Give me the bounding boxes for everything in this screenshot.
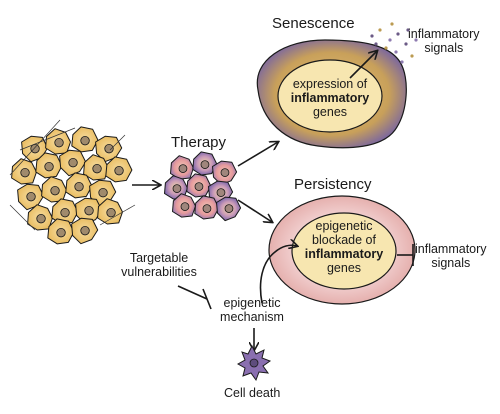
therapy-label: Therapy: [171, 134, 227, 151]
treated-cell: [164, 175, 188, 200]
senescence-text-line3: genes: [312, 105, 348, 119]
tumor-cell: [95, 135, 123, 163]
signal-dot: [374, 42, 378, 46]
blocked-signals-line2: signals: [431, 256, 471, 270]
senescent-nucleus: [277, 59, 383, 133]
tumor-cell: [65, 172, 93, 199]
tumor-cell: [27, 204, 53, 231]
epigenetic-mechanism-text: epigenetic mechanism: [212, 296, 292, 324]
signal-dot: [378, 28, 382, 32]
tumor-cell: [51, 198, 79, 225]
mechanism-line2: mechanism: [220, 310, 284, 324]
tumor-cell: [11, 158, 37, 185]
tumor-cell: [45, 128, 71, 155]
signal-dot: [384, 46, 388, 50]
arrow-to-persistency: [237, 199, 272, 222]
arrow-secreted-signals: [349, 51, 377, 79]
tumor-cell: [71, 126, 99, 153]
treated-cell: [194, 195, 220, 220]
targetable-line2: vulnerabilities: [121, 265, 197, 279]
tumor-cell: [59, 149, 87, 177]
treated-cell: [212, 160, 238, 186]
tumor-cell: [71, 217, 99, 245]
tumor-cell: [35, 152, 63, 179]
blocked-signals-line1: inflammatory: [415, 242, 487, 256]
persistency-text-line2: blockade of: [312, 233, 376, 247]
persister-cell: [268, 195, 416, 305]
mechanism-to-nucleus-arrow: [259, 245, 297, 304]
tumor-cell: [105, 156, 133, 183]
vulnerability-inhibition: [177, 285, 212, 310]
signal-dot: [396, 32, 400, 36]
targetable-vulnerabilities-text: Targetable vulnerabilities: [104, 251, 214, 279]
treated-cell: [186, 173, 212, 198]
secreted-signals-text: inflammatory signals: [408, 27, 480, 55]
cell-death-label: Cell death: [224, 386, 281, 400]
targetable-line1: Targetable: [129, 251, 189, 265]
signal-dot: [404, 42, 408, 46]
treated-cell: [172, 193, 196, 218]
treated-cell: [216, 196, 242, 222]
signal-dot: [406, 28, 410, 32]
senescence-nucleus-text: expression of inflammatory genes: [280, 77, 380, 119]
senescence-text-line1: expression of: [292, 77, 368, 91]
senescence-label: Senescence: [272, 15, 355, 32]
signal-dot: [400, 60, 404, 64]
persistency-text-line4: genes: [326, 261, 362, 275]
persistency-nucleus-text: epigenetic blockade of inflammatory gene…: [294, 219, 394, 275]
mechanism-line1: epigenetic: [223, 296, 281, 310]
blocked-signals-text: inflammatory signals: [415, 242, 487, 270]
signal-dot: [394, 50, 398, 54]
signal-dot: [388, 38, 392, 42]
signal-dots: [370, 22, 418, 64]
treated-cell-cluster: [164, 151, 242, 222]
arrow-to-senescence: [237, 142, 278, 167]
tumor-cell: [97, 198, 123, 225]
persistency-text-line1: epigenetic: [315, 219, 373, 233]
secreted-signals-line1: inflammatory: [408, 27, 480, 41]
signal-dot: [390, 22, 394, 26]
persistency-text-line3: inflammatory: [304, 247, 384, 261]
tumor-cell: [47, 218, 75, 245]
signal-dot: [414, 38, 418, 42]
treated-cell: [192, 151, 218, 176]
senescent-cell: [256, 39, 407, 149]
persister-nucleus: [291, 212, 397, 290]
tumor-cell: [83, 154, 109, 181]
secreted-signals-line2: signals: [424, 41, 464, 55]
senescence-text-line2: inflammatory: [290, 91, 370, 105]
signal-inhibition-bar: [397, 244, 414, 266]
signal-dot: [410, 54, 414, 58]
treated-cell: [170, 155, 194, 180]
persistency-label: Persistency: [294, 176, 372, 193]
tumor-cell: [41, 176, 67, 203]
tumor-cell: [75, 197, 103, 225]
tumor-mass: [9, 119, 136, 245]
dead-cell: [236, 344, 272, 382]
signal-dot: [370, 34, 374, 38]
